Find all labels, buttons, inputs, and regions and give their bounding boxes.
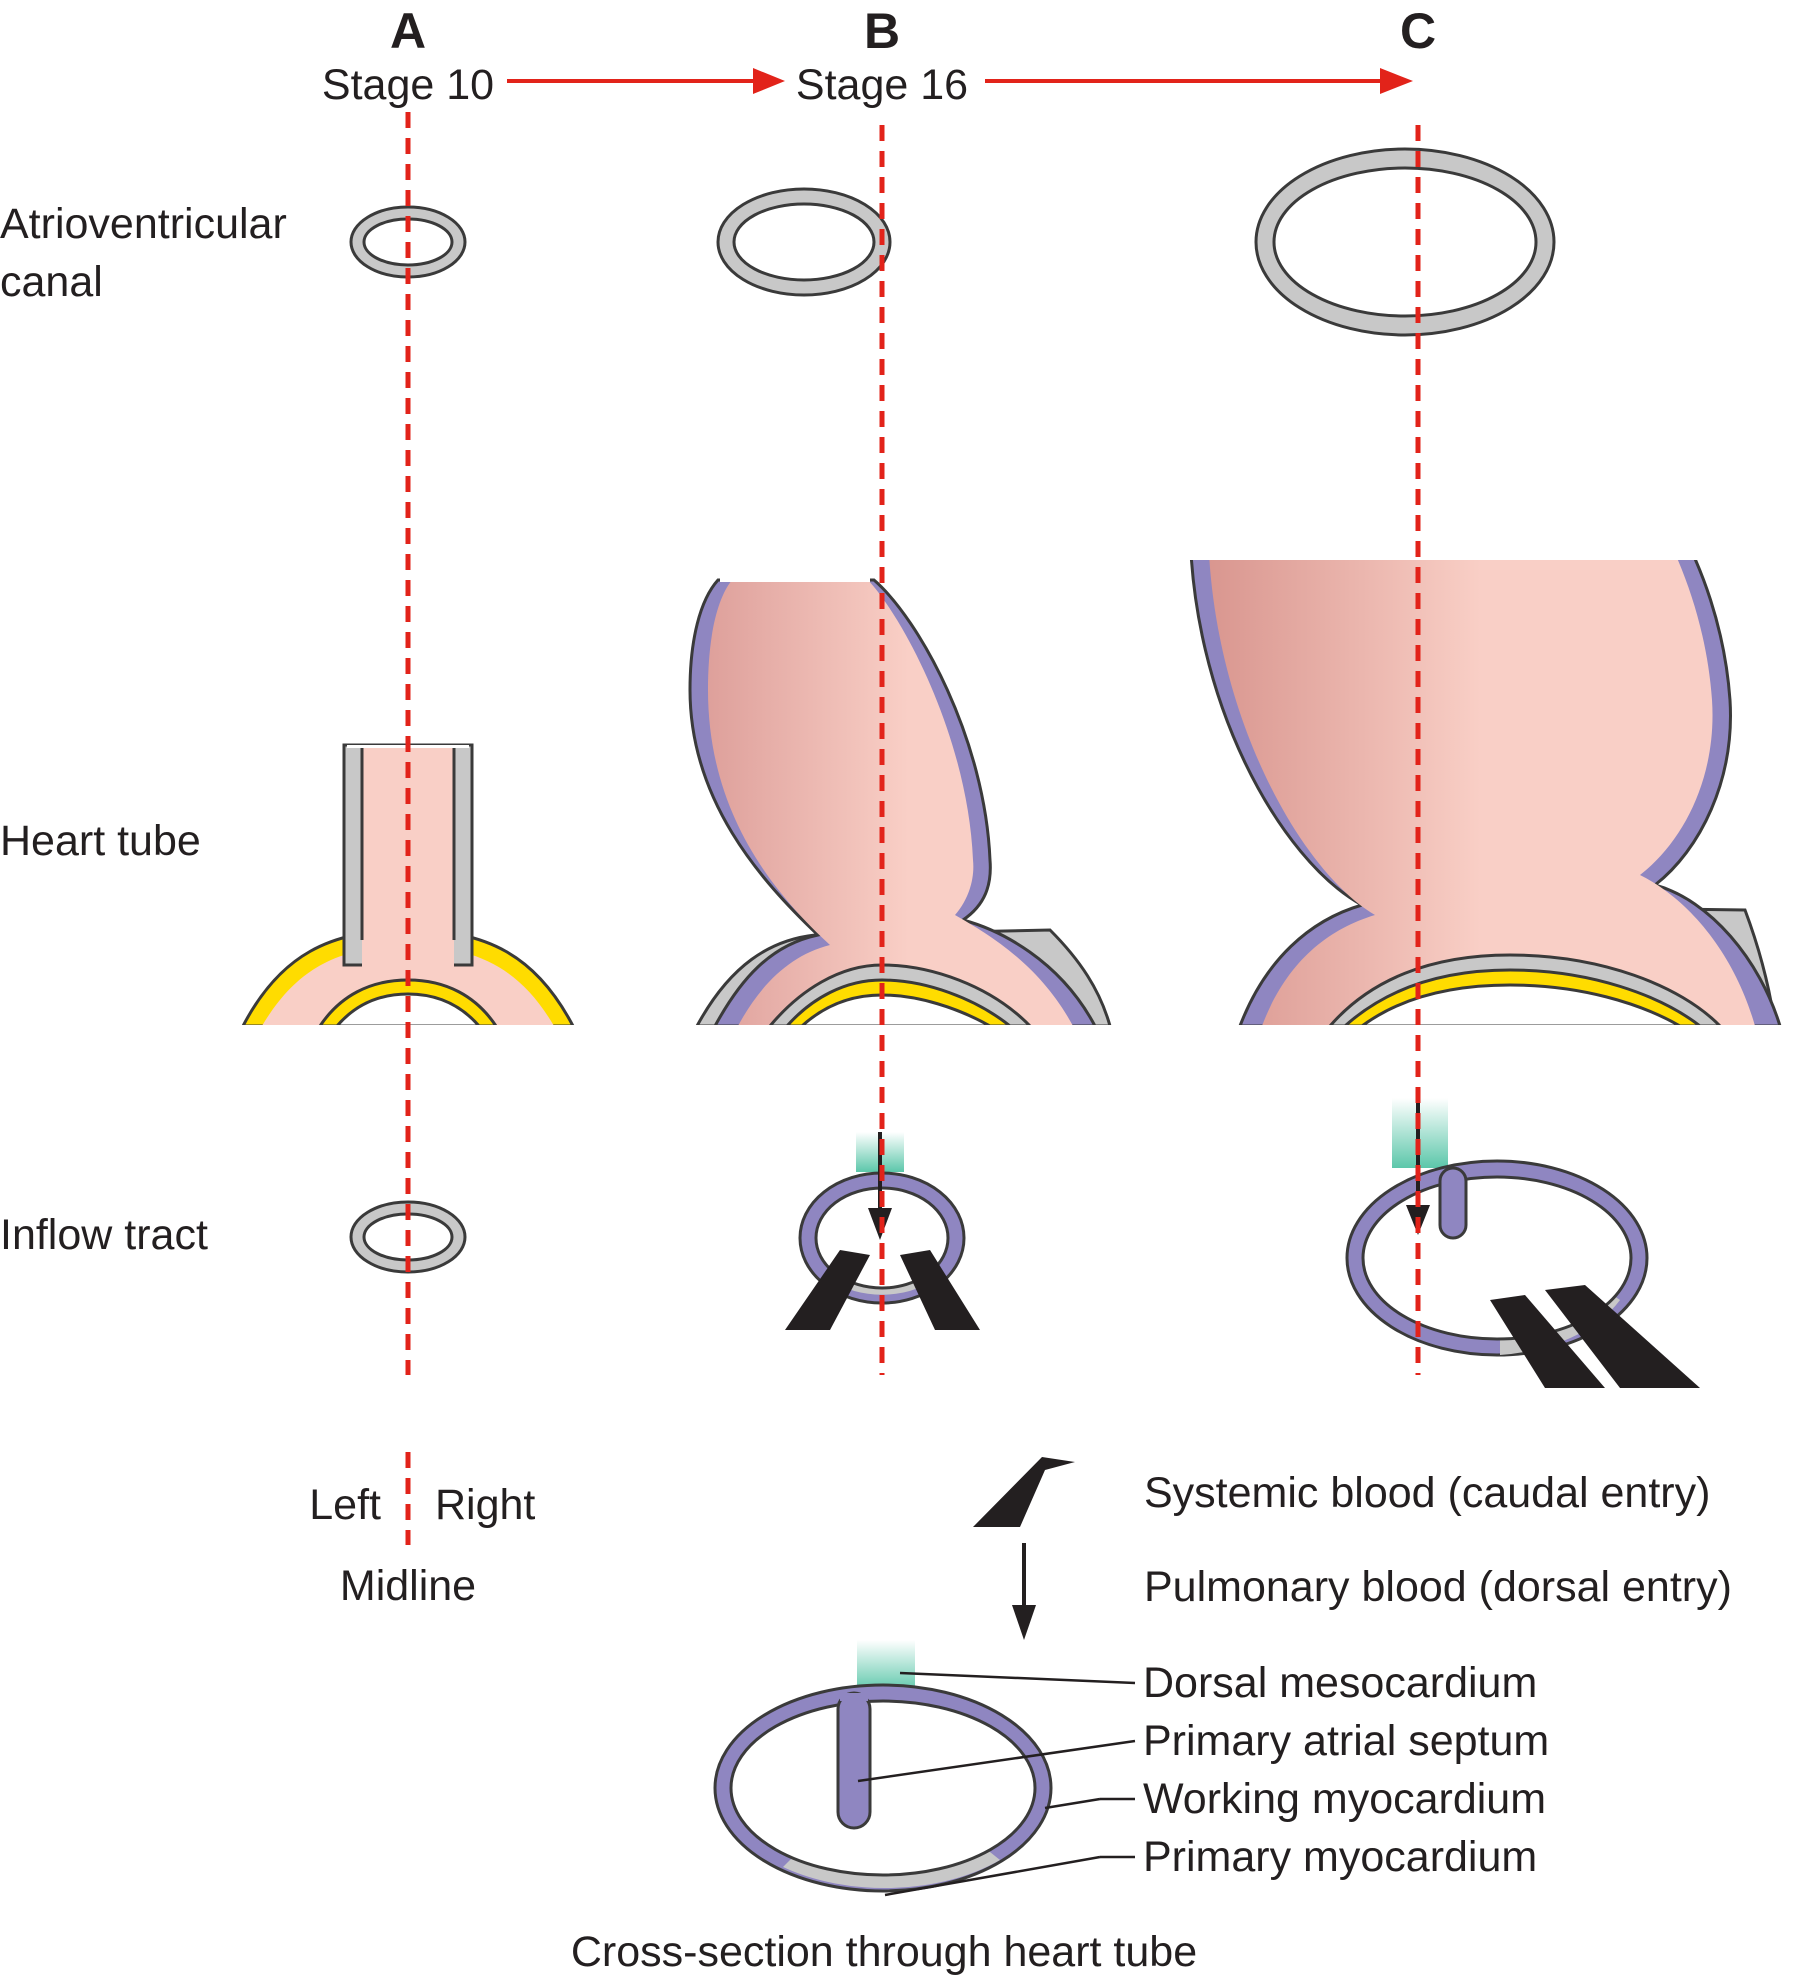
systemic-arrow-legend-icon xyxy=(973,1457,1075,1527)
right-label: Right xyxy=(435,1481,535,1529)
row-label-inflow-tract: Inflow tract xyxy=(0,1211,208,1259)
inflow-ring-b xyxy=(785,1132,980,1330)
primary-atrial-septum-c xyxy=(1438,1166,1468,1240)
key-label-dorsal-mesocardium: Dorsal mesocardium xyxy=(1143,1659,1537,1707)
column-letter-b: B xyxy=(864,3,900,59)
column-letter-c: C xyxy=(1400,3,1436,59)
column-header-a: A Stage 10 xyxy=(322,3,494,109)
leader-primary-atrial-septum xyxy=(857,1739,1136,1783)
heart-tube-c xyxy=(1190,560,1782,1025)
systemic-arrow-b-right xyxy=(900,1250,980,1330)
stage-label-b: Stage 16 xyxy=(796,61,968,109)
midline-label: Midline xyxy=(340,1562,476,1610)
key-caption: Cross-section through heart tube xyxy=(571,1928,1197,1976)
systemic-arrow-c-2 xyxy=(1545,1285,1700,1388)
heart-tube-b xyxy=(688,578,1112,1025)
legend: Systemic blood (caudal entry) Pulmonary … xyxy=(973,1457,1732,1640)
systemic-arrow-b-left xyxy=(785,1250,870,1330)
av-canal-ring-b xyxy=(716,187,892,297)
row-label-av-canal-2: canal xyxy=(0,258,103,306)
key-dorsal-mesocardium xyxy=(857,1640,915,1692)
column-header-b: B Stage 16 xyxy=(796,3,968,109)
row-label-av-canal-1: Atrioventricular xyxy=(0,200,287,248)
legend-pulmonary: Pulmonary blood (dorsal entry) xyxy=(1144,1563,1732,1611)
stage-label-a: Stage 10 xyxy=(322,61,494,109)
key-primary-myocardium-segment xyxy=(783,1848,1000,1889)
progression-arrowhead-ab xyxy=(753,68,785,94)
leader-dorsal-mesocardium xyxy=(899,1671,1136,1685)
key-primary-atrial-septum xyxy=(836,1691,872,1830)
column-header-c: C xyxy=(1400,3,1436,59)
av-canal-ring-c xyxy=(1254,147,1556,337)
orientation-key: Left Right Midline xyxy=(309,1452,535,1610)
progression-arrowhead-bc xyxy=(1380,68,1413,94)
key-label-working-myocardium: Working myocardium xyxy=(1143,1775,1546,1823)
legend-systemic: Systemic blood (caudal entry) xyxy=(1144,1469,1710,1517)
systemic-arrow-c-1 xyxy=(1490,1295,1605,1388)
leader-primary-myocardium xyxy=(884,1855,1101,1897)
row-label-heart-tube: Heart tube xyxy=(0,817,201,865)
key-label-primary-atrial-septum: Primary atrial septum xyxy=(1143,1717,1549,1765)
left-label: Left xyxy=(309,1481,381,1529)
leader-working-myocardium xyxy=(1044,1797,1101,1810)
key-label-primary-myocardium: Primary myocardium xyxy=(1143,1833,1537,1881)
key-cross-section: Dorsal mesocardium Primary atrial septum… xyxy=(571,1640,1549,1976)
inflow-ring-c xyxy=(1345,1098,1700,1388)
column-letter-a: A xyxy=(390,3,426,59)
